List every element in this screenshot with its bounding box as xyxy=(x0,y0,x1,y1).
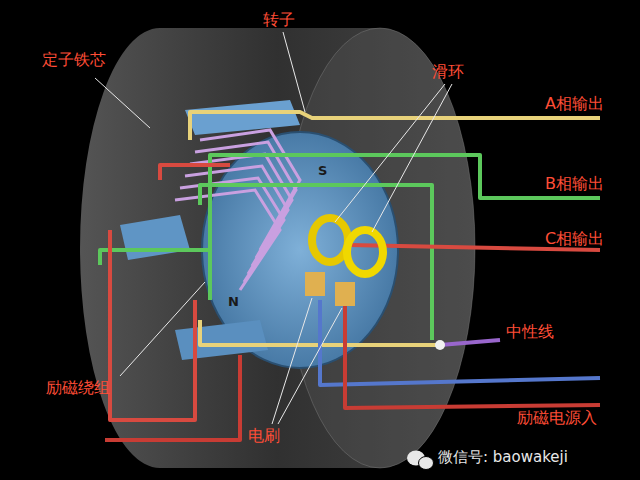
part-label: 滑环 xyxy=(432,62,464,81)
brush xyxy=(305,272,325,296)
wire-label: 中性线 xyxy=(506,322,554,341)
stator-tooth xyxy=(185,100,300,135)
part-label: 转子 xyxy=(263,10,295,29)
output-label: B相输出 xyxy=(545,174,604,193)
pole-mark: S xyxy=(318,163,327,179)
output-label: A相输出 xyxy=(545,94,604,113)
phase-b-return xyxy=(200,185,432,340)
output-label: C相输出 xyxy=(545,229,604,248)
phase-b-wire xyxy=(100,250,210,265)
leader-lines xyxy=(95,32,452,424)
part-label: 电刷 xyxy=(248,426,280,445)
part-label: 定子铁芯 xyxy=(42,50,106,69)
neutral-node xyxy=(435,340,445,350)
brush xyxy=(335,282,355,306)
phase-c-wire xyxy=(160,165,230,180)
pole-mark: N xyxy=(228,294,239,310)
stator-tooth xyxy=(120,215,190,260)
stator-tooth xyxy=(175,320,268,360)
winding-loop xyxy=(105,355,240,440)
phase-a-wire xyxy=(190,112,600,140)
input-label: 励磁电源入 xyxy=(517,408,597,427)
watermark: 微信号: baowakeji xyxy=(438,448,568,466)
slip-ring xyxy=(347,230,383,274)
excitation-wire xyxy=(345,300,600,408)
excitation-wire xyxy=(320,300,600,385)
neutral-wire xyxy=(440,340,500,345)
phase-c-wire xyxy=(110,230,195,420)
slip-ring xyxy=(312,218,348,262)
wechat-icon xyxy=(407,451,434,470)
phase-b-wire xyxy=(210,155,600,300)
part-label: 励磁绕组 xyxy=(46,378,110,397)
